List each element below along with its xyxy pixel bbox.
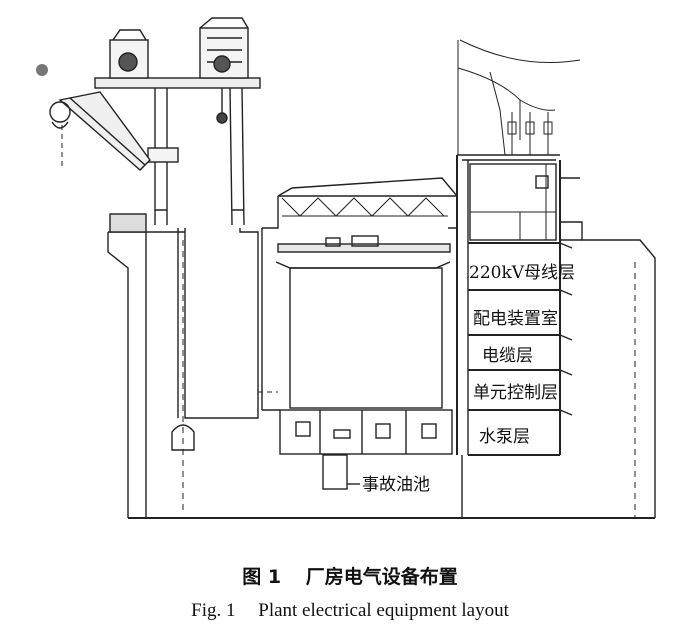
label-switchgear-room: 配电装置室 bbox=[473, 309, 558, 329]
figure-number-cn: 图 1 bbox=[242, 566, 282, 588]
figure-title-en: Plant electrical equipment layout bbox=[258, 600, 509, 621]
figure-number-en: Fig. 1 bbox=[191, 600, 236, 621]
oil-pit-box bbox=[322, 454, 348, 490]
figure-caption-chinese: 图 1 厂房电气设备布置 bbox=[0, 562, 700, 589]
label-unit-control-floor: 单元控制层 bbox=[473, 383, 558, 403]
powerhouse-section-diagram: 220kV母线层 配电装置室 电缆层 单元控制层 水泵层 事故油池 bbox=[36, 17, 656, 519]
label-pump-floor: 水泵层 bbox=[479, 427, 530, 447]
left-deck-parapet bbox=[109, 213, 147, 233]
gate-shaft bbox=[184, 228, 259, 419]
outgoing-lines bbox=[457, 39, 581, 156]
gantry-crane bbox=[49, 17, 261, 226]
tunnel-arch bbox=[171, 424, 195, 451]
crane-hook-ball bbox=[36, 64, 48, 76]
label-220kv-busbar-floor: 220kV母线层 bbox=[469, 263, 575, 283]
label-cable-floor: 电缆层 bbox=[482, 346, 533, 366]
electrical-building bbox=[456, 154, 656, 518]
figure-caption-english: Fig. 1 Plant electrical equipment layout bbox=[0, 600, 700, 622]
label-accident-oil-pit: 事故油池 bbox=[362, 475, 430, 495]
figure-title-cn: 厂房电气设备布置 bbox=[305, 566, 458, 588]
main-powerhouse bbox=[261, 177, 458, 455]
